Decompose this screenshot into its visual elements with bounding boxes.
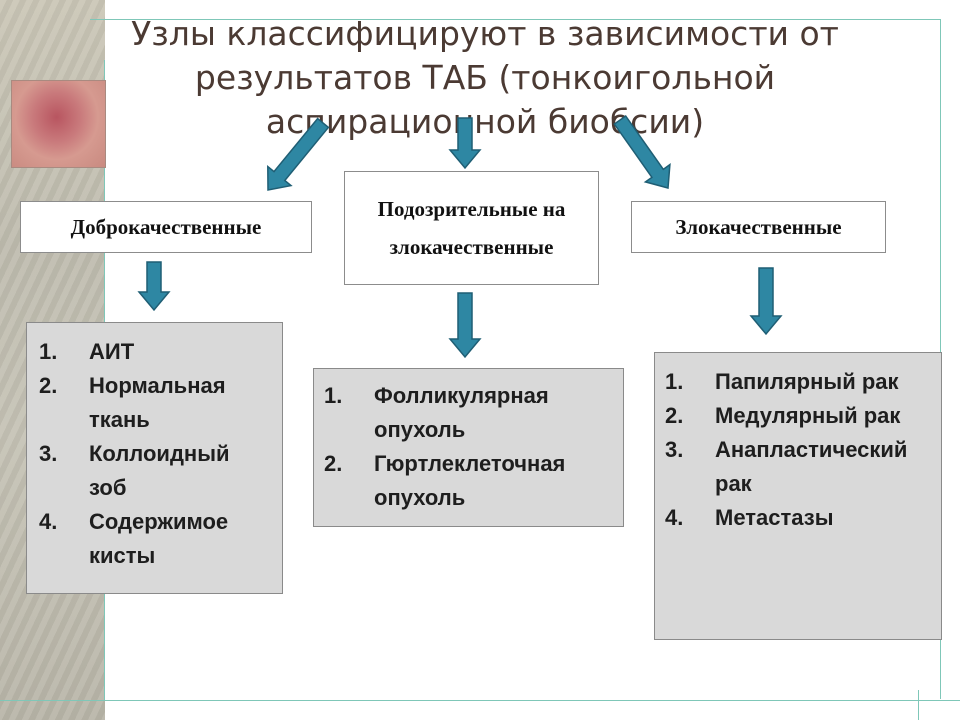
- list-item-text: Метастазы: [715, 505, 834, 530]
- list-item: 4. Содержимое кисты: [39, 505, 272, 573]
- category-malignant: Злокачественные: [631, 201, 886, 253]
- thumbnail-image: [11, 80, 106, 168]
- list-item-text: Гюртлеклеточная опухоль: [374, 451, 566, 510]
- list-item-text: Фолликулярная опухоль: [374, 383, 549, 442]
- list-item: 1. Папилярный рак: [665, 365, 933, 399]
- list-item-number: 4.: [665, 505, 684, 530]
- list-item-number: 2.: [39, 373, 58, 398]
- list-item-text: АИТ: [89, 339, 135, 364]
- list-item-number: 3.: [665, 437, 684, 462]
- category-malignant-label: Злокачественные: [675, 214, 842, 239]
- list-item: 2. Гюртлеклеточная опухоль: [324, 447, 615, 515]
- list-item: 3. Анапластический рак: [665, 433, 933, 501]
- frame-line-bottom: [0, 700, 960, 701]
- list-item-number: 1.: [324, 383, 343, 408]
- frame-line-corner-tick: [918, 690, 919, 720]
- arrow-down-benign: [137, 261, 171, 312]
- list-suspicious-items: 1. Фолликулярная опухоль 2. Гюртлеклеточная…: [324, 379, 615, 515]
- list-item: 2. Медулярный рак: [665, 399, 933, 433]
- list-item: 3. Коллоидный зоб: [39, 437, 272, 505]
- list-item-number: 4.: [39, 509, 58, 534]
- list-malignant: 1. Папилярный рак 2. Медулярный рак 3. Анапла…: [654, 352, 942, 640]
- list-item-number: 2.: [324, 451, 343, 476]
- arrow-down-malignant: [749, 267, 783, 336]
- list-item-text: Коллоидный зоб: [89, 441, 230, 500]
- list-item-number: 1.: [665, 369, 684, 394]
- arrow-down-suspicious: [448, 292, 482, 359]
- slide-title: Узлы классифицируют в зависимости от рез…: [131, 14, 839, 141]
- list-item: 1. Фолликулярная опухоль: [324, 379, 615, 447]
- list-item-text: Нормальная ткань: [89, 373, 226, 432]
- arrow-to-malignant: [613, 114, 671, 189]
- list-item-number: 3.: [39, 441, 58, 466]
- list-item-text: Содержимое кисты: [89, 509, 229, 568]
- frame-line-top: [90, 19, 940, 20]
- list-item: 2. Нормальная ткань: [39, 369, 272, 437]
- list-item-number: 1.: [39, 339, 58, 364]
- list-item: 1. АИТ: [39, 335, 272, 369]
- list-item-text: Медулярный рак: [715, 403, 901, 428]
- category-suspicious: Подозрительные на злокачественные: [344, 171, 599, 285]
- arrow-to-suspicious: [448, 117, 482, 170]
- arrow-to-benign: [267, 117, 330, 191]
- arrow-group: [137, 114, 783, 359]
- category-suspicious-label: Подозрительные на злокачественные: [377, 197, 566, 259]
- list-item-text: Анапластический рак: [715, 437, 908, 496]
- list-malignant-items: 1. Папилярный рак 2. Медулярный рак 3. Анапла…: [665, 365, 933, 535]
- list-item: 4. Метастазы: [665, 501, 933, 535]
- list-item-text: Папилярный рак: [715, 369, 899, 394]
- category-benign-label: Доброкачественные: [70, 214, 262, 239]
- list-item-number: 2.: [665, 403, 684, 428]
- category-benign: Доброкачественные: [20, 201, 312, 253]
- list-suspicious: 1. Фолликулярная опухоль 2. Гюртлеклеточная…: [313, 368, 624, 527]
